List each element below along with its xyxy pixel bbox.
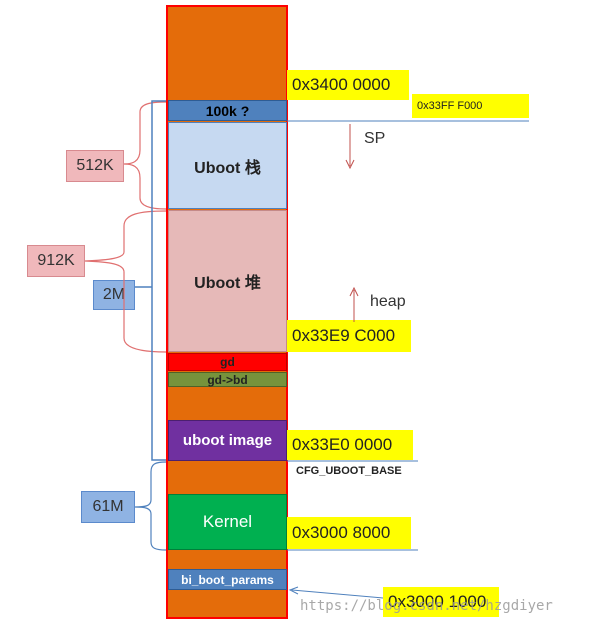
reserved-100k-block: 100k ?: [168, 100, 287, 121]
sp-label: SP: [364, 130, 386, 147]
address-uboot-base: 0x33E0 0000: [287, 430, 413, 460]
cfg-uboot-base-label: CFG_UBOOT_BASE: [296, 465, 402, 477]
brace-61m: [134, 461, 167, 551]
gd-block: gd: [168, 353, 287, 371]
brace-512k: [123, 101, 167, 210]
size-912k-box: 912K: [27, 245, 85, 277]
uboot-stack-label: Uboot 栈: [194, 159, 261, 177]
kernel-block: Kernel: [168, 494, 287, 550]
address-params: 0x3000 1000: [383, 587, 499, 617]
uboot-heap-label: Uboot 堆: [194, 275, 261, 292]
gd-bd-label: gd->bd: [207, 372, 248, 387]
watermark: https://blog.csdn.net/hzgdiyer: [300, 598, 553, 614]
kernel-label: Kernel: [202, 512, 253, 531]
uboot-heap-block: Uboot 堆: [168, 210, 287, 352]
uboot-image-block: uboot image: [168, 420, 287, 461]
heap-label: heap: [370, 293, 406, 310]
bi-boot-params-block: bi_boot_params: [168, 569, 287, 590]
gd-label: gd: [220, 355, 235, 369]
address-sub-top: 0x33FF F000: [412, 94, 529, 118]
params-arrow: [291, 589, 384, 599]
address-kernel: 0x3000 8000: [287, 517, 411, 549]
address-heap-top: 0x33E9 C000: [287, 320, 411, 352]
size-61m-box: 61M: [81, 491, 135, 523]
uboot-image-label: uboot image: [182, 432, 273, 449]
reserved-100k-label: 100k ?: [205, 102, 250, 119]
brace-912k: [84, 210, 167, 353]
size-512k-box: 512K: [66, 150, 124, 182]
gd-bd-block: gd->bd: [168, 372, 287, 387]
bi-boot-params-label: bi_boot_params: [181, 572, 274, 587]
uboot-stack-block: Uboot 栈: [168, 122, 287, 209]
address-top: 0x3400 0000: [287, 70, 409, 100]
size-2m-box: 2M: [93, 280, 135, 310]
brace-2m: [135, 100, 166, 461]
